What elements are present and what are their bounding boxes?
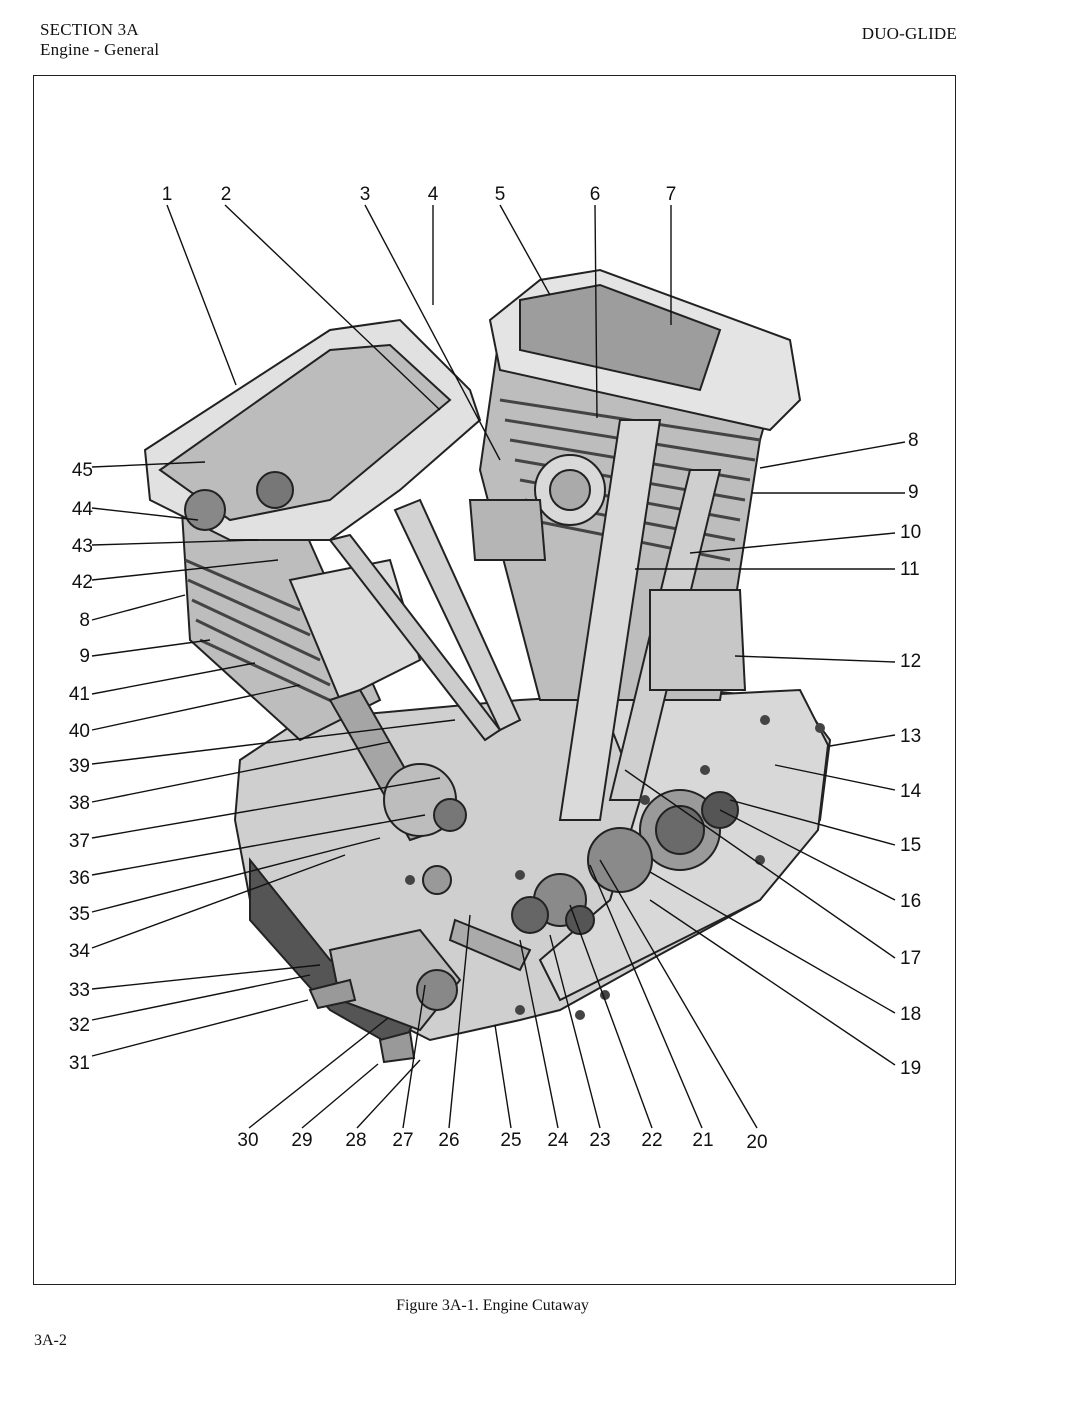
callout-15: 15 bbox=[900, 835, 921, 856]
callout-10: 10 bbox=[900, 522, 921, 543]
callout-1: 1 bbox=[162, 184, 173, 205]
callout-29: 29 bbox=[291, 1130, 312, 1151]
callout-5: 5 bbox=[495, 184, 506, 205]
callout-20: 20 bbox=[746, 1132, 767, 1153]
callouts-bottom: 20 21 22 23 24 25 26 27 28 29 30 bbox=[237, 1130, 767, 1153]
callout-27: 27 bbox=[392, 1130, 413, 1151]
callout-26: 26 bbox=[438, 1130, 459, 1151]
callout-19: 19 bbox=[900, 1058, 921, 1079]
callout-17: 17 bbox=[900, 948, 921, 969]
callout-42: 42 bbox=[72, 572, 93, 593]
callout-18: 18 bbox=[900, 1004, 921, 1025]
figure-caption: Figure 3A-1. Engine Cutaway bbox=[396, 1297, 589, 1314]
callout-41: 41 bbox=[69, 684, 90, 705]
section-title: SECTION 3A bbox=[40, 20, 139, 39]
callout-40: 40 bbox=[69, 721, 90, 742]
callout-14: 14 bbox=[900, 781, 922, 802]
callout-39: 39 bbox=[69, 756, 90, 777]
callout-34: 34 bbox=[69, 941, 91, 962]
section-subtitle: Engine - General bbox=[40, 40, 160, 59]
page-number: 3A-2 bbox=[34, 1332, 67, 1349]
callout-12: 12 bbox=[900, 651, 921, 672]
callout-11: 11 bbox=[900, 559, 920, 580]
callouts-right: 8 9 10 11 12 13 14 15 16 17 18 19 bbox=[900, 430, 922, 1079]
callout-22: 22 bbox=[641, 1130, 662, 1151]
callout-35: 35 bbox=[69, 904, 90, 925]
figure-frame bbox=[33, 75, 956, 1285]
callout-28: 28 bbox=[345, 1130, 366, 1151]
model-name: DUO-GLIDE bbox=[861, 24, 957, 43]
callout-21: 21 bbox=[692, 1130, 713, 1151]
callout-3: 3 bbox=[360, 184, 371, 205]
callouts-top: 1 2 3 4 5 6 7 bbox=[162, 184, 677, 205]
callout-30: 30 bbox=[237, 1130, 258, 1151]
leader-lines bbox=[91, 204, 906, 1129]
callouts-left: 31 32 33 34 35 36 37 38 39 40 41 9 8 42 … bbox=[69, 460, 94, 1074]
callout-9-right: 9 bbox=[908, 482, 919, 503]
callout-43: 43 bbox=[72, 536, 93, 557]
callout-36: 36 bbox=[69, 868, 90, 889]
callout-24: 24 bbox=[547, 1130, 569, 1151]
callout-16: 16 bbox=[900, 891, 921, 912]
callout-8-left: 8 bbox=[79, 610, 90, 631]
callout-23: 23 bbox=[589, 1130, 610, 1151]
callout-44: 44 bbox=[72, 499, 94, 520]
callout-32: 32 bbox=[69, 1015, 90, 1036]
callout-2: 2 bbox=[221, 184, 232, 205]
callout-13: 13 bbox=[900, 726, 921, 747]
callout-25: 25 bbox=[500, 1130, 521, 1151]
callout-37: 37 bbox=[69, 831, 90, 852]
callout-9-left: 9 bbox=[79, 646, 90, 667]
callout-33: 33 bbox=[69, 980, 90, 1001]
callout-6: 6 bbox=[590, 184, 601, 205]
header-left: SECTION 3A Engine - General bbox=[40, 20, 159, 60]
callout-31: 31 bbox=[69, 1053, 90, 1074]
callout-7: 7 bbox=[666, 184, 677, 205]
callout-38: 38 bbox=[69, 793, 90, 814]
callout-4: 4 bbox=[428, 184, 439, 205]
callout-8-right: 8 bbox=[908, 430, 919, 451]
callout-45: 45 bbox=[72, 460, 93, 481]
engine-illustration bbox=[143, 268, 832, 1064]
